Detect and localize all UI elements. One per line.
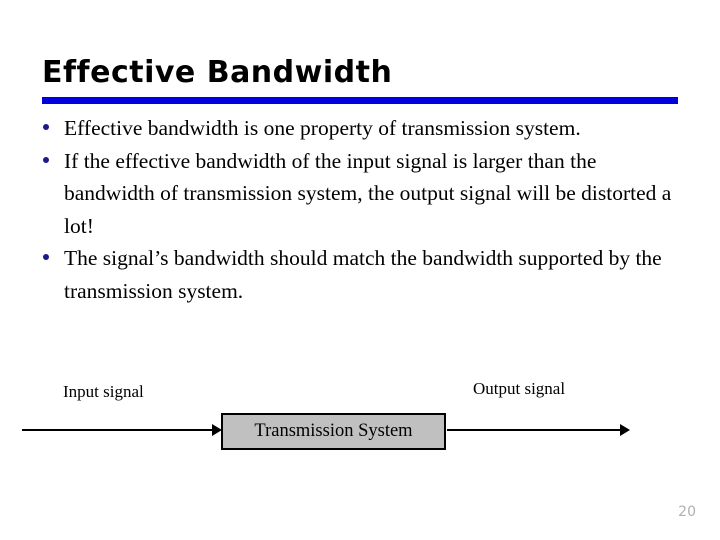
transmission-system-box-label: Transmission System [254,421,413,441]
page-number: 20 [678,504,696,520]
list-item-text: If the effective bandwidth of the input … [64,148,672,238]
bullet-dot-icon [43,156,49,163]
list-item: The signal’s bandwidth should match the … [42,242,690,307]
bullet-list: Effective bandwidth is one property of t… [42,112,690,307]
output-arrow-head-icon [620,424,630,436]
page-title: Effective Bandwidth [42,55,393,90]
list-item-text: Effective bandwidth is one property of t… [64,116,581,140]
list-item-text: The signal’s bandwidth should match the … [64,246,662,303]
input-arrow-line [22,429,218,431]
output-arrow-line [447,429,625,431]
transmission-system-diagram: Input signal Output signal Transmission … [0,365,720,475]
input-signal-label: Input signal [63,382,144,401]
title-divider [42,97,678,104]
bullet-dot-icon [43,254,49,260]
transmission-system-box: Transmission System [221,413,446,450]
output-signal-label: Output signal [473,379,566,398]
bullet-dot-icon [43,124,49,130]
list-item: If the effective bandwidth of the input … [42,145,690,243]
input-arrow-head-icon [212,424,222,436]
list-item: Effective bandwidth is one property of t… [42,112,690,145]
